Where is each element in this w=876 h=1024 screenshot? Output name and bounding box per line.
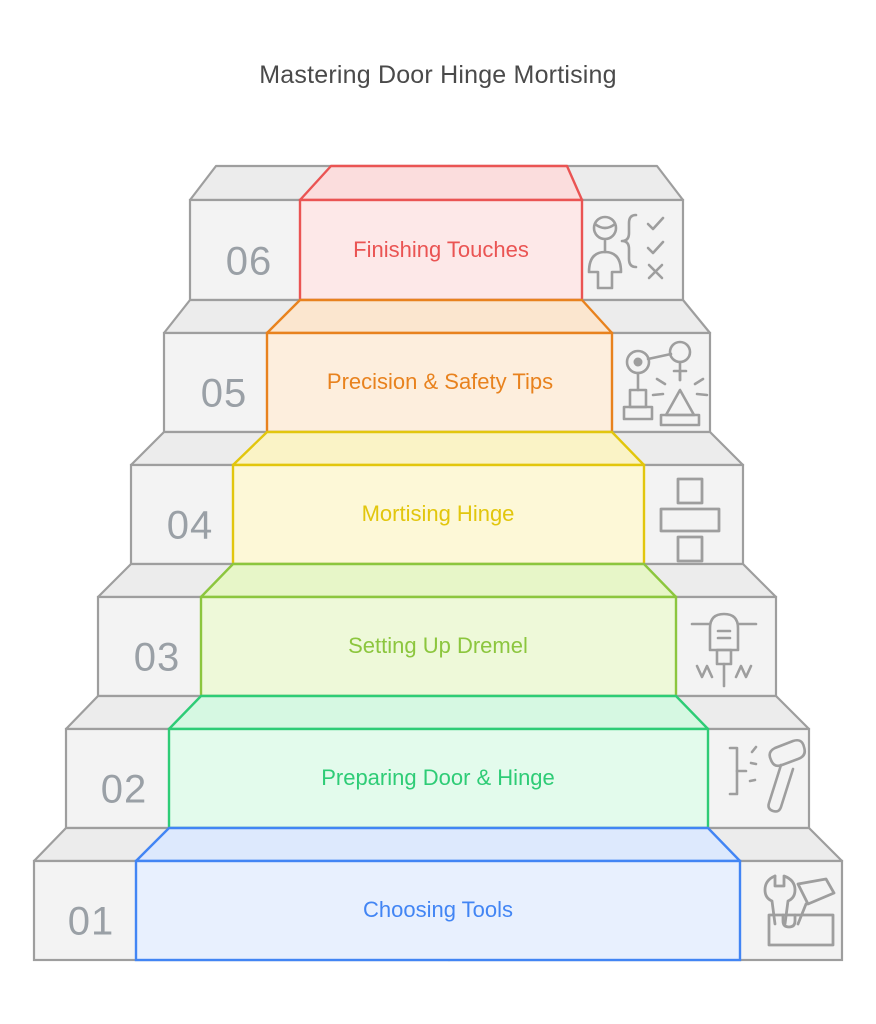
step-03-number: 03	[134, 636, 181, 680]
step-03-bevel-top	[199, 562, 678, 599]
step-01-face	[134, 859, 742, 962]
chisel-hammer-icon	[728, 738, 807, 813]
robotic-arm-welding-icon	[622, 340, 709, 427]
step-06[interactable]: 06 Finishing Touches	[188, 164, 685, 302]
step-03[interactable]: 03 Setting Up Dremel	[96, 562, 778, 698]
step-02-bevel-top	[167, 694, 710, 731]
step-02-label: Preparing Door & Hinge	[321, 765, 555, 790]
rotary-tool-icon	[690, 612, 758, 688]
page-title: Mastering Door Hinge Mortising	[259, 60, 617, 89]
step-01[interactable]: 01 Choosing Tools	[32, 826, 844, 962]
step-01-number: 01	[68, 900, 115, 944]
step-02-face	[167, 727, 710, 830]
step-03-label: Setting Up Dremel	[348, 633, 528, 658]
step-04-label: Mortising Hinge	[362, 501, 515, 526]
step-01-label: Choosing Tools	[363, 897, 513, 922]
hinge-mortise-icon	[659, 477, 721, 563]
step-06-bevel-top	[298, 164, 584, 202]
step-01-bevel-top	[134, 826, 742, 863]
step-04-number: 04	[167, 504, 214, 548]
step-06-number: 06	[226, 240, 273, 284]
step-02-number: 02	[101, 768, 148, 812]
step-02[interactable]: 02 Preparing Door & Hinge	[64, 694, 811, 830]
step-06-face	[298, 198, 584, 302]
step-06-label: Finishing Touches	[353, 237, 529, 262]
step-04-bevel-top	[231, 430, 646, 467]
step-05[interactable]: 05 Precision & Safety Tips	[162, 298, 712, 434]
step-03-face	[199, 595, 678, 698]
step-05-face	[265, 331, 614, 434]
step-04[interactable]: 04 Mortising Hinge	[129, 430, 745, 566]
toolbox-icon	[763, 874, 836, 947]
step-05-number: 05	[201, 372, 248, 416]
step-05-label: Precision & Safety Tips	[327, 369, 553, 394]
person-checklist-icon	[587, 213, 665, 290]
step-05-bevel-top	[265, 298, 614, 335]
